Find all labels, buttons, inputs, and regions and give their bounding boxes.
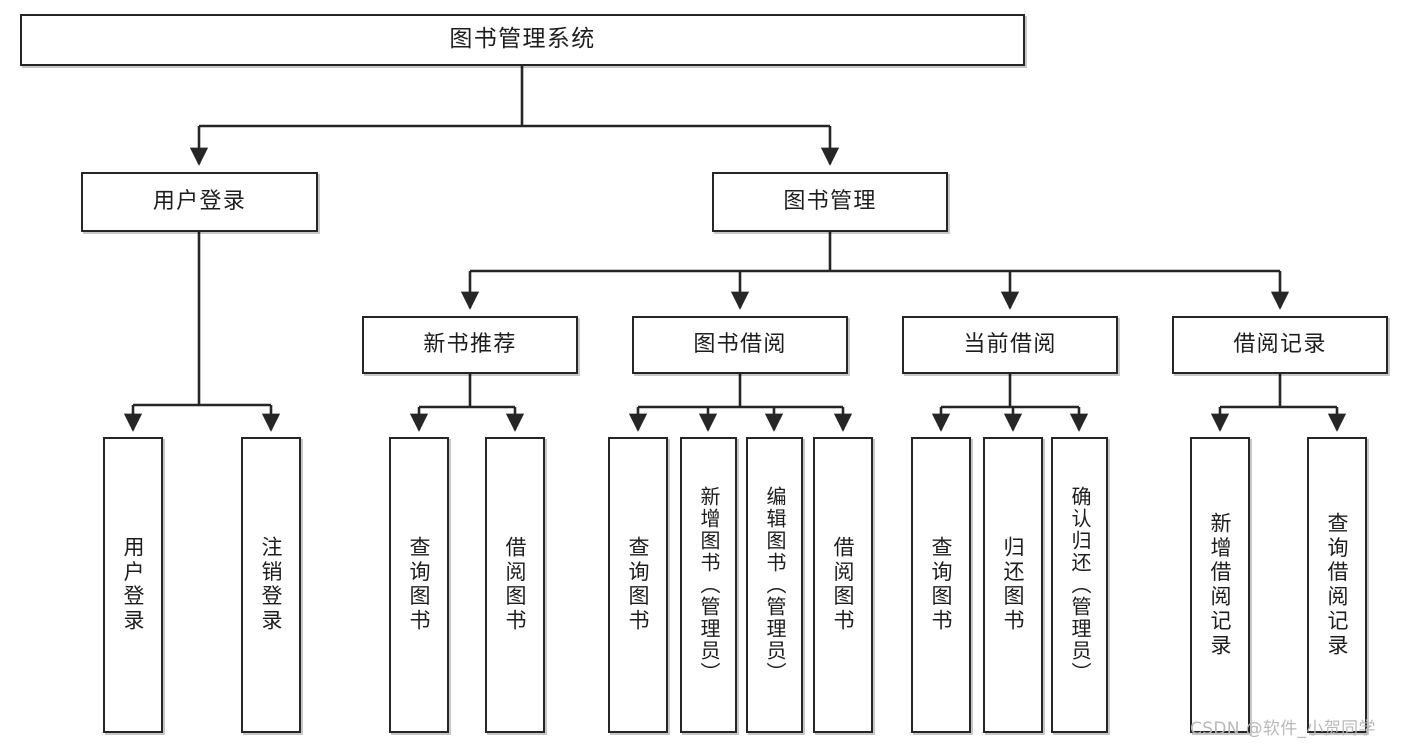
leaf-return-book[interactable]: 归还图书 xyxy=(983,437,1043,733)
node-current-borrow[interactable]: 当前借阅 xyxy=(902,316,1118,374)
leaf-borrow-book-1[interactable]: 借阅图书 xyxy=(485,437,545,733)
node-book-borrow[interactable]: 图书借阅 xyxy=(632,316,848,374)
leaf-confirm-return-label: 确认归还（管理员） xyxy=(1068,486,1092,684)
leaf-query-book-2-label: 查询图书 xyxy=(626,536,651,634)
node-book-manage[interactable]: 图书管理 xyxy=(712,172,948,232)
node-new-book-rec-label: 新书推荐 xyxy=(423,332,517,358)
leaf-user-logout-label: 注销登录 xyxy=(259,536,284,634)
node-user-login[interactable]: 用户登录 xyxy=(81,172,318,232)
leaf-edit-book-label: 编辑图书（管理员） xyxy=(763,486,787,684)
leaf-query-book-1-label: 查询图书 xyxy=(407,536,432,634)
leaf-edit-book[interactable]: 编辑图书（管理员） xyxy=(746,437,803,733)
leaf-borrow-book-2-label: 借阅图书 xyxy=(831,536,856,634)
leaf-add-book-label: 新增图书（管理员） xyxy=(697,486,721,684)
leaf-query-record-label: 查询借阅记录 xyxy=(1325,511,1350,659)
leaf-query-book-3-label: 查询图书 xyxy=(929,536,954,634)
node-root[interactable]: 图书管理系统 xyxy=(20,14,1025,66)
leaf-query-record[interactable]: 查询借阅记录 xyxy=(1307,437,1367,733)
node-book-borrow-label: 图书借阅 xyxy=(693,332,787,358)
leaf-return-book-label: 归还图书 xyxy=(1001,536,1026,634)
csdn-watermark: CSDN @软件_小贺同学 xyxy=(1190,719,1376,739)
leaf-query-book-3[interactable]: 查询图书 xyxy=(911,437,971,733)
leaf-add-record-label: 新增借阅记录 xyxy=(1208,511,1233,659)
node-book-manage-label: 图书管理 xyxy=(783,189,877,215)
leaf-confirm-return[interactable]: 确认归还（管理员） xyxy=(1051,437,1108,733)
node-current-borrow-label: 当前借阅 xyxy=(963,332,1057,358)
leaf-borrow-book-1-label: 借阅图书 xyxy=(503,536,528,634)
node-user-login-label: 用户登录 xyxy=(152,189,247,215)
leaf-user-login[interactable]: 用户登录 xyxy=(103,437,163,733)
node-root-label: 图书管理系统 xyxy=(449,26,596,53)
node-new-book-rec[interactable]: 新书推荐 xyxy=(362,316,578,374)
node-borrow-record[interactable]: 借阅记录 xyxy=(1172,316,1388,374)
leaf-user-login-label: 用户登录 xyxy=(121,536,146,634)
leaf-user-logout[interactable]: 注销登录 xyxy=(241,437,301,733)
leaf-query-book-1[interactable]: 查询图书 xyxy=(389,437,449,733)
node-borrow-record-label: 借阅记录 xyxy=(1233,332,1327,358)
leaf-borrow-book-2[interactable]: 借阅图书 xyxy=(813,437,873,733)
leaf-add-book[interactable]: 新增图书（管理员） xyxy=(680,437,737,733)
leaf-add-record[interactable]: 新增借阅记录 xyxy=(1190,437,1250,733)
leaf-query-book-2[interactable]: 查询图书 xyxy=(608,437,668,733)
